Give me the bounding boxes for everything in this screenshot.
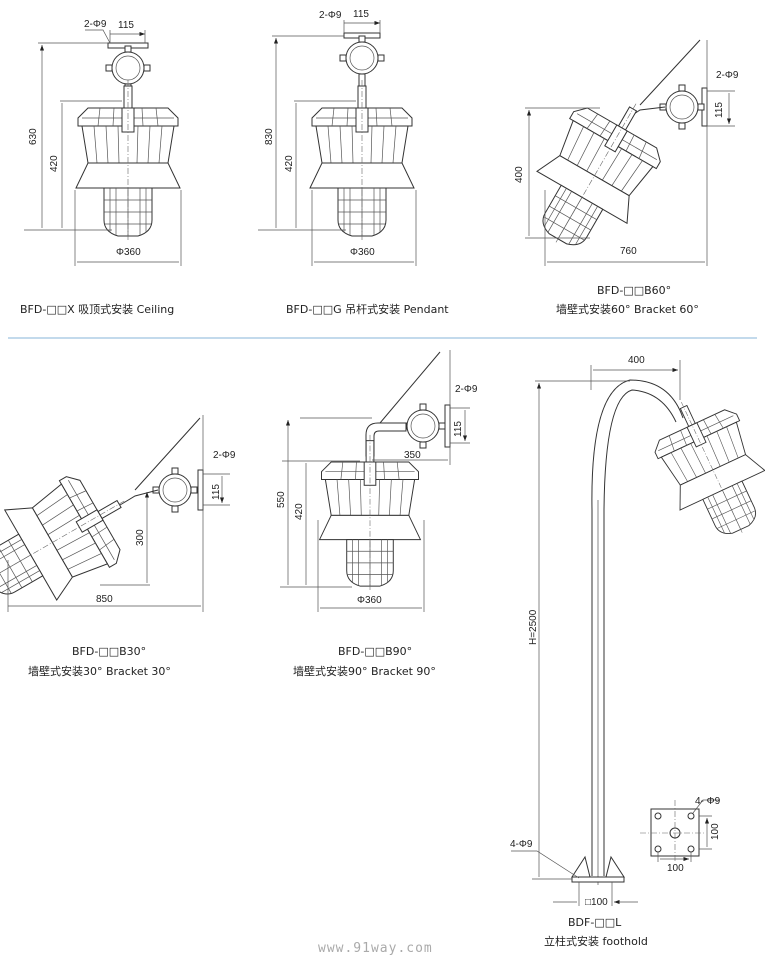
caption-mount-b90: 墙壁式安装90° Bracket 90° — [293, 664, 436, 678]
figure-foothold: 400 H=2500 4-Φ9 □100 4- Φ9 100 100 BDF-□… — [510, 355, 765, 948]
figure-pendant: 2-Φ9 115 830 420 Φ360 BFD-□□G 吊杆式安装 Pend… — [258, 9, 449, 316]
dim-diameter: Φ360 — [116, 247, 141, 258]
dim-holes: 2-Φ9 — [84, 19, 107, 30]
caption-ceiling: BFD-□□X 吸顶式安装 Ceiling — [20, 302, 174, 316]
dim-base: □100 — [585, 897, 608, 908]
dim-lamp: 420 — [49, 155, 60, 172]
dim-plate: 115 — [353, 9, 369, 20]
dim-reach: 400 — [628, 355, 645, 366]
dim-holes: 2-Φ9 — [455, 384, 478, 395]
figure-ceiling: 2-Φ9 115 630 420 Φ360 BFD-□□X 吸顶式安装 Ceil… — [20, 19, 182, 316]
dim-plate-vertical: 100 — [710, 823, 721, 840]
caption-pendant: BFD-□□G 吊杆式安装 Pendant — [286, 302, 449, 316]
dim-width: 760 — [620, 246, 637, 257]
dim-plate: 115 — [714, 102, 725, 118]
dim-total: 830 — [264, 128, 275, 145]
figure-bracket-30: 2-Φ9 115 300 850 BFD-□□B30° 墙壁式安装30° Bra… — [0, 415, 236, 678]
caption-model-b90: BFD-□□B90° — [338, 645, 412, 658]
dim-height: 300 — [135, 529, 146, 546]
dim-width: 850 — [96, 594, 113, 605]
dim-total: 630 — [28, 128, 39, 145]
dim-arm: 350 — [404, 450, 421, 461]
caption-mount-b30: 墙壁式安装30° Bracket 30° — [28, 664, 171, 678]
watermark: www.91way.com — [318, 941, 433, 956]
dim-holes: 2-Φ9 — [213, 450, 236, 461]
dim-diameter: Φ360 — [357, 595, 382, 606]
dim-total: 550 — [276, 491, 287, 508]
dim-lamp: 420 — [284, 155, 295, 172]
dim-plate-horizontal: 100 — [667, 863, 684, 874]
figure-bracket-60: 2-Φ9 115 400 760 BFD-□□B60° 墙壁式安装60° Bra… — [509, 39, 739, 316]
dim-base-holes: 4-Φ9 — [510, 839, 533, 850]
caption-mount-foothold: 立柱式安装 foothold — [544, 934, 648, 948]
dim-height: 400 — [514, 166, 525, 183]
figure-bracket-90: 2-Φ9 115 550 420 350 Φ360 BFD-□□B90° 墙壁式… — [276, 350, 478, 678]
caption-model-b60: BFD-□□B60° — [597, 284, 671, 297]
dim-diameter: Φ360 — [350, 247, 375, 258]
dim-holes: 2-Φ9 — [319, 10, 342, 21]
dim-holes: 2-Φ9 — [716, 70, 739, 81]
caption-model-b30: BFD-□□B30° — [72, 645, 146, 658]
dim-plate: 115 — [453, 421, 464, 437]
caption-mount-b60: 墙壁式安装60° Bracket 60° — [556, 302, 699, 316]
caption-model-foothold: BDF-□□L — [568, 916, 622, 929]
dim-plate-holes: 4- Φ9 — [695, 796, 721, 807]
dim-height: H=2500 — [528, 609, 539, 645]
dim-plate: 115 — [211, 484, 222, 500]
dim-lamp: 420 — [294, 503, 305, 520]
base-plate-detail: 4- Φ9 100 100 — [640, 796, 721, 874]
dim-plate: 115 — [118, 20, 134, 31]
